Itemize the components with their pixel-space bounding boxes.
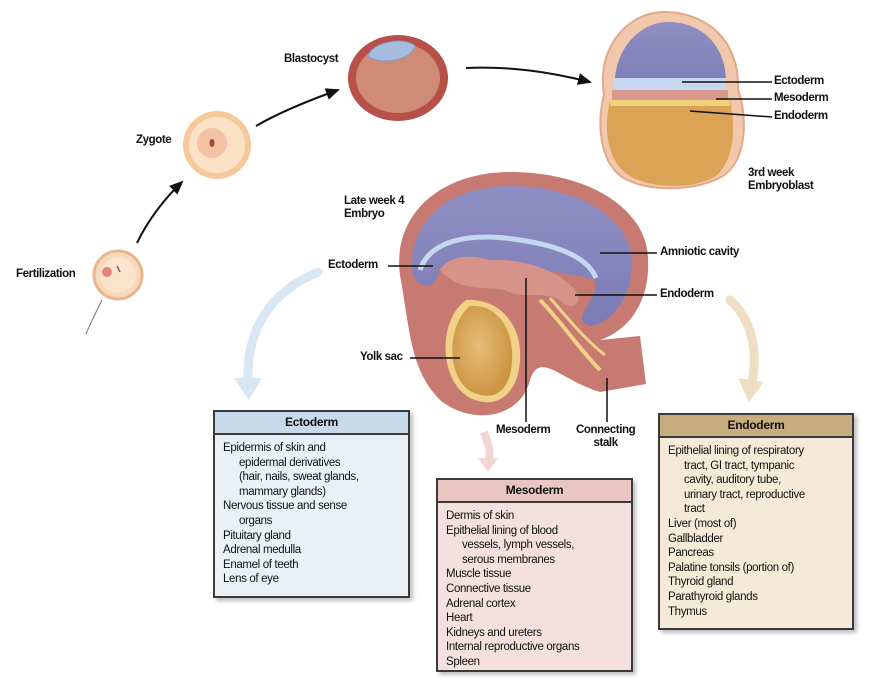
leader-line-week3-endoderm xyxy=(689,110,773,118)
list-item: Palatine tonsils (portion of) xyxy=(668,561,846,576)
list-item: Pituitary gland xyxy=(223,529,402,544)
list-item-continuation: vessels, lymph vessels, xyxy=(462,539,575,552)
week3-embryoblast xyxy=(599,10,745,190)
list-item: Parathyroid glands xyxy=(668,590,846,605)
zygote-cell xyxy=(183,111,251,179)
ectoderm-box-title: Ectoderm xyxy=(215,412,408,435)
fertilization-cell xyxy=(85,249,144,335)
list-item: Thyroid gland xyxy=(668,575,846,590)
list-item-text: Adrenal medulla xyxy=(223,544,301,557)
list-item-text: Pituitary gland xyxy=(223,529,291,542)
list-item: Kidneys and ureters xyxy=(446,626,625,641)
list-item: Heart xyxy=(446,611,625,626)
label-blastocyst: Blastocyst xyxy=(284,53,339,65)
ectoderm-list: Epidermis of skin and epidermal derivativ… xyxy=(215,435,408,591)
list-item: Muscle tissue xyxy=(446,567,625,582)
curved-arrow-to-mesoderm-box xyxy=(478,430,498,472)
list-item: Adrenal cortex xyxy=(446,597,625,612)
list-item-text: Dermis of skin xyxy=(446,510,514,522)
label-week4-line1: Late week 4 xyxy=(344,195,405,207)
list-item: Liver (most of) xyxy=(668,517,846,532)
list-item: Spleen xyxy=(446,655,625,670)
label-week3-endoderm: Endoderm xyxy=(774,110,828,122)
list-item-text: Pancreas xyxy=(668,547,714,560)
list-item-text: Parathyroid glands xyxy=(668,590,758,603)
list-item-continuation: cavity, auditory tube, xyxy=(684,474,781,487)
list-item: Epithelial lining of blood vessels, lymph… xyxy=(446,524,625,568)
list-item: Adrenal medulla xyxy=(223,543,402,558)
list-item-text: Liver (most of) xyxy=(668,517,737,530)
curved-arrow-to-endoderm-box xyxy=(725,295,764,402)
label-week4-line2: Embryo xyxy=(344,208,385,220)
list-item: Epithelial lining of respiratory tract, G… xyxy=(668,444,846,517)
label-fertilization: Fertilization xyxy=(16,268,76,280)
list-item-continuation: epidermal derivatives xyxy=(239,456,341,469)
list-item-text: Kidneys and ureters xyxy=(446,626,542,639)
list-item-continuation: mammary glands) xyxy=(239,485,326,498)
label-week4-embryo: Late week 4 Embryo xyxy=(344,195,405,221)
label-connecting-stalk: Connecting stalk xyxy=(576,424,636,450)
mesoderm-box-title: Mesoderm xyxy=(438,480,631,503)
list-item-text: Epithelial lining of blood xyxy=(446,524,558,537)
endoderm-box-title: Endoderm xyxy=(660,415,852,438)
list-item-text: Internal reproductive organs xyxy=(446,641,580,654)
list-item: Lens of eye xyxy=(223,572,402,587)
week4-embryo xyxy=(399,172,649,416)
list-item: Enamel of teeth xyxy=(223,558,402,573)
list-item-text: Epithelial lining of respiratory xyxy=(668,445,804,457)
list-item: Epidermis of skin and epidermal derivativ… xyxy=(223,441,402,499)
list-item-text: Nervous tissue and sense xyxy=(223,500,347,513)
list-item-continuation: tract, GI tract, tympanic xyxy=(684,459,795,472)
label-week3-line2: Embryoblast xyxy=(748,180,814,192)
list-item-text: Enamel of teeth xyxy=(223,558,299,571)
list-item-text: Heart xyxy=(446,612,473,625)
ectoderm-derivatives-box: Ectoderm Epidermis of skin and epidermal … xyxy=(213,410,410,598)
label-week4-ectoderm: Ectoderm xyxy=(328,259,378,271)
label-week3-line1: 3rd week xyxy=(748,167,795,179)
list-item-continuation: serous membranes xyxy=(462,553,555,566)
list-item-text: Spleen xyxy=(446,655,480,668)
list-item: Thymus xyxy=(668,605,846,620)
label-week3-mesoderm: Mesoderm xyxy=(774,92,829,104)
endoderm-list: Epithelial lining of respiratory tract, G… xyxy=(660,438,852,623)
list-item: Pancreas xyxy=(668,546,846,561)
label-connecting-stalk-line1: Connecting xyxy=(576,424,636,436)
list-item-text: Gallbladder xyxy=(668,532,723,545)
arrow-blastocyst-to-week3 xyxy=(465,66,592,85)
list-item-text: Thymus xyxy=(668,605,707,618)
list-item-continuation: organs xyxy=(239,514,273,527)
list-item-continuation: urinary tract, reproductive xyxy=(684,488,805,501)
list-item: Gallbladder xyxy=(668,532,846,547)
list-item-text: Epidermis of skin and xyxy=(223,442,326,454)
label-amniotic-cavity: Amniotic cavity xyxy=(660,246,739,258)
label-yolk-sac: Yolk sac xyxy=(360,351,403,363)
label-week4-mesoderm: Mesoderm xyxy=(496,424,551,436)
list-item: Connective tissue xyxy=(446,582,625,597)
list-item-text: Connective tissue xyxy=(446,582,531,595)
list-item: Dermis of skin xyxy=(446,509,625,524)
list-item-continuation: (hair, nails, sweat glands, xyxy=(239,471,359,484)
label-zygote: Zygote xyxy=(136,134,172,146)
label-week3-ectoderm: Ectoderm xyxy=(774,75,824,87)
endoderm-derivatives-box: Endoderm Epithelial lining of respirator… xyxy=(658,413,854,630)
list-item-text: Muscle tissue xyxy=(446,568,512,581)
label-week4-endoderm: Endoderm xyxy=(660,288,714,300)
blastocyst-cell xyxy=(348,35,448,121)
list-item-text: Adrenal cortex xyxy=(446,597,516,610)
list-item-text: Palatine tonsils (portion of) xyxy=(668,561,795,574)
label-week3-embryoblast: 3rd week Embryoblast xyxy=(748,167,814,193)
list-item-text: Thyroid gland xyxy=(668,576,734,589)
list-item-continuation: tract xyxy=(684,503,705,516)
label-connecting-stalk-line2: stalk xyxy=(593,437,619,449)
list-item-text: Lens of eye xyxy=(223,573,279,586)
list-item: Internal reproductive organs xyxy=(446,640,625,655)
arrow-zygote-to-blastocyst xyxy=(255,88,340,127)
arrow-fertilization-to-zygote xyxy=(136,180,184,244)
curved-arrow-to-ectoderm-box xyxy=(234,267,323,400)
